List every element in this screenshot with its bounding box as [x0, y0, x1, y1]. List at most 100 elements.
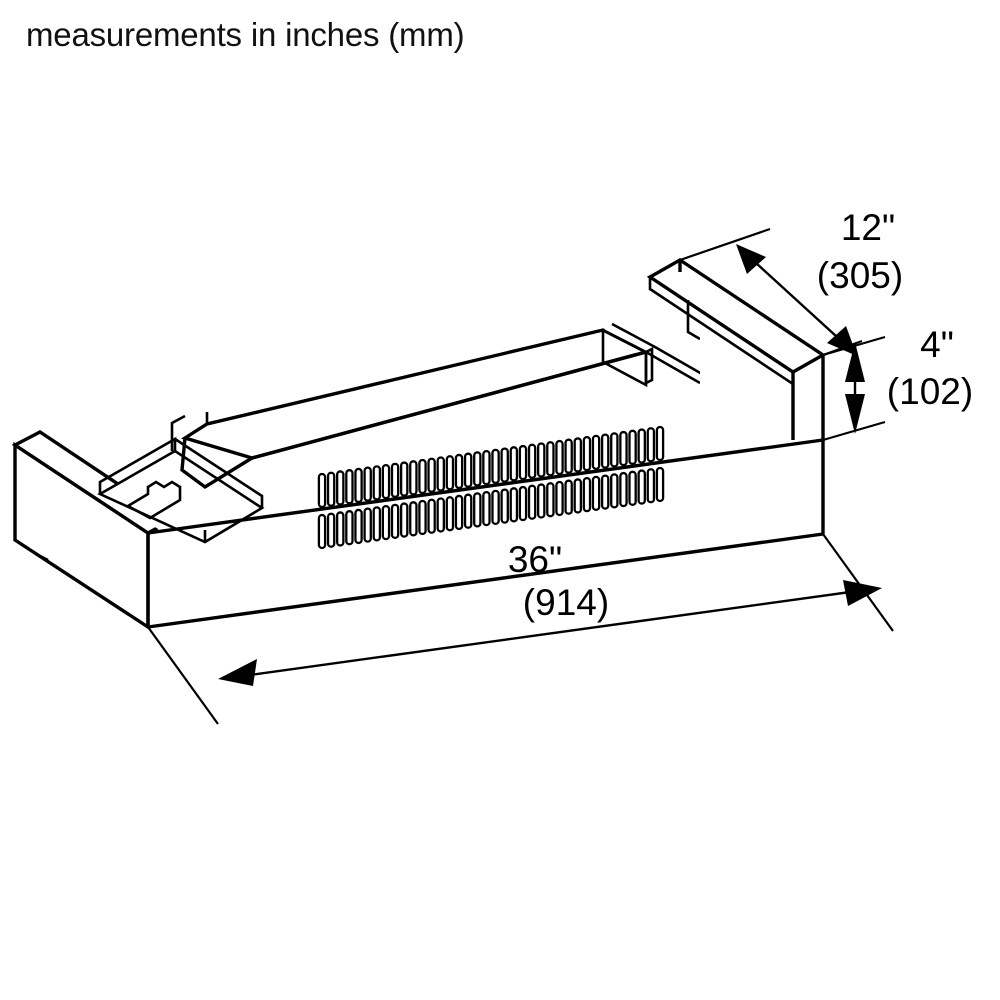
- vent-slot: [573, 478, 583, 514]
- depth-arrow-bottom: [827, 326, 857, 356]
- vent-slot: [399, 502, 409, 538]
- width-ext-left: [147, 626, 219, 725]
- vent-slot: [363, 466, 372, 502]
- right-tray-divider-a: [611, 322, 710, 380]
- vent-slot: [482, 449, 491, 486]
- vent-slot: [454, 494, 464, 531]
- vent-slot: [637, 469, 646, 505]
- vent-slot: [354, 467, 363, 504]
- vent-slot: [427, 498, 436, 534]
- vent-slot: [390, 462, 400, 498]
- vent-slot: [619, 471, 628, 508]
- ventilation-slot-array: [317, 425, 665, 550]
- width-ext-right: [822, 533, 894, 632]
- vent-slot: [591, 434, 601, 471]
- vent-slot: [518, 485, 528, 522]
- keyhole-notch-cutout: [125, 480, 182, 520]
- vent-slot: [427, 457, 436, 493]
- vent-slot: [628, 470, 637, 506]
- right-tray-fill: [603, 300, 700, 383]
- shell-foot-tab: [39, 554, 49, 562]
- vent-slot: [546, 482, 555, 518]
- depth-label-mm: (305): [817, 255, 903, 296]
- right-wall-fill: [680, 260, 823, 440]
- vent-slot: [600, 433, 610, 469]
- vent-slot: [418, 499, 427, 536]
- vent-slot: [637, 428, 646, 464]
- vent-slot: [536, 483, 546, 519]
- width-label-inches: 36": [508, 539, 562, 580]
- vent-slot: [317, 513, 327, 550]
- vent-slot: [482, 490, 491, 527]
- left-wall-outer-fill: [15, 445, 148, 627]
- vent-slot: [646, 468, 656, 504]
- vent-slot: [463, 493, 473, 529]
- vent-slot: [445, 496, 455, 532]
- vent-slot: [473, 451, 482, 487]
- unit-outer-shell: [39, 438, 825, 629]
- vent-slot: [582, 477, 592, 513]
- vent-slot: [436, 497, 446, 533]
- vent-slot: [336, 511, 345, 547]
- vent-slot: [381, 504, 391, 541]
- vent-slot: [628, 429, 637, 465]
- right-tray-panel: [601, 300, 710, 388]
- housing-front-edge: [251, 350, 647, 460]
- vent-slot: [518, 444, 528, 481]
- vent-slot: [610, 473, 619, 509]
- vent-slot: [390, 503, 400, 539]
- vent-slot: [454, 453, 464, 490]
- right-end-wall: [646, 258, 827, 440]
- depth-label-inches: 12": [841, 207, 895, 248]
- housing-nose-edge: [181, 468, 206, 489]
- right-tray-back-edge: [686, 300, 701, 341]
- vent-slot: [555, 439, 564, 476]
- vent-slot: [527, 484, 537, 520]
- vent-slot: [610, 432, 619, 468]
- vent-slot: [409, 501, 418, 537]
- tray-back-ledge: [98, 436, 177, 494]
- vent-slot: [564, 479, 573, 515]
- vent-slot: [546, 441, 555, 477]
- depth-ext-top: [679, 227, 771, 262]
- vent-slot: [372, 465, 382, 501]
- vent-slot: [363, 507, 372, 543]
- vent-slot: [317, 472, 327, 509]
- width-arrow-left: [218, 659, 257, 686]
- depth-arrow-top: [736, 244, 766, 274]
- vent-slot: [326, 512, 336, 548]
- height-label-mm: (102): [887, 371, 973, 412]
- housing-top-fill: [185, 330, 646, 458]
- width-arrow-right: [843, 580, 882, 606]
- vent-slot: [345, 469, 354, 505]
- vent-slot: [409, 460, 418, 496]
- right-tray-inner-wall: [601, 330, 648, 388]
- vent-slot: [591, 475, 601, 512]
- vent-slot: [418, 458, 427, 495]
- vent-slot: [399, 461, 409, 497]
- width-label-mm: (914): [523, 582, 609, 623]
- page-title: measurements in inches (mm): [26, 16, 465, 53]
- vent-slot: [555, 480, 564, 517]
- height-arrow-bottom: [845, 394, 865, 434]
- vent-slot: [354, 508, 363, 545]
- tray-riser: [170, 414, 186, 451]
- height-label-inches: 4": [920, 324, 954, 365]
- dimension-depth: 12" (305): [679, 207, 903, 357]
- vent-slot: [655, 425, 665, 462]
- vent-slot: [336, 470, 345, 506]
- vent-slot: [500, 447, 509, 483]
- vent-slot: [381, 463, 391, 500]
- vent-slot: [500, 488, 509, 524]
- height-ext-bottom: [822, 420, 886, 442]
- vent-slot: [509, 487, 519, 523]
- vent-slot: [619, 430, 628, 467]
- dimension-width: 36" (914): [147, 533, 894, 725]
- unit-body: [11, 258, 827, 631]
- vent-slot: [436, 456, 446, 492]
- shell-bottom-front-edge: [147, 532, 824, 629]
- vent-slot: [473, 492, 482, 528]
- vent-slot: [345, 510, 354, 546]
